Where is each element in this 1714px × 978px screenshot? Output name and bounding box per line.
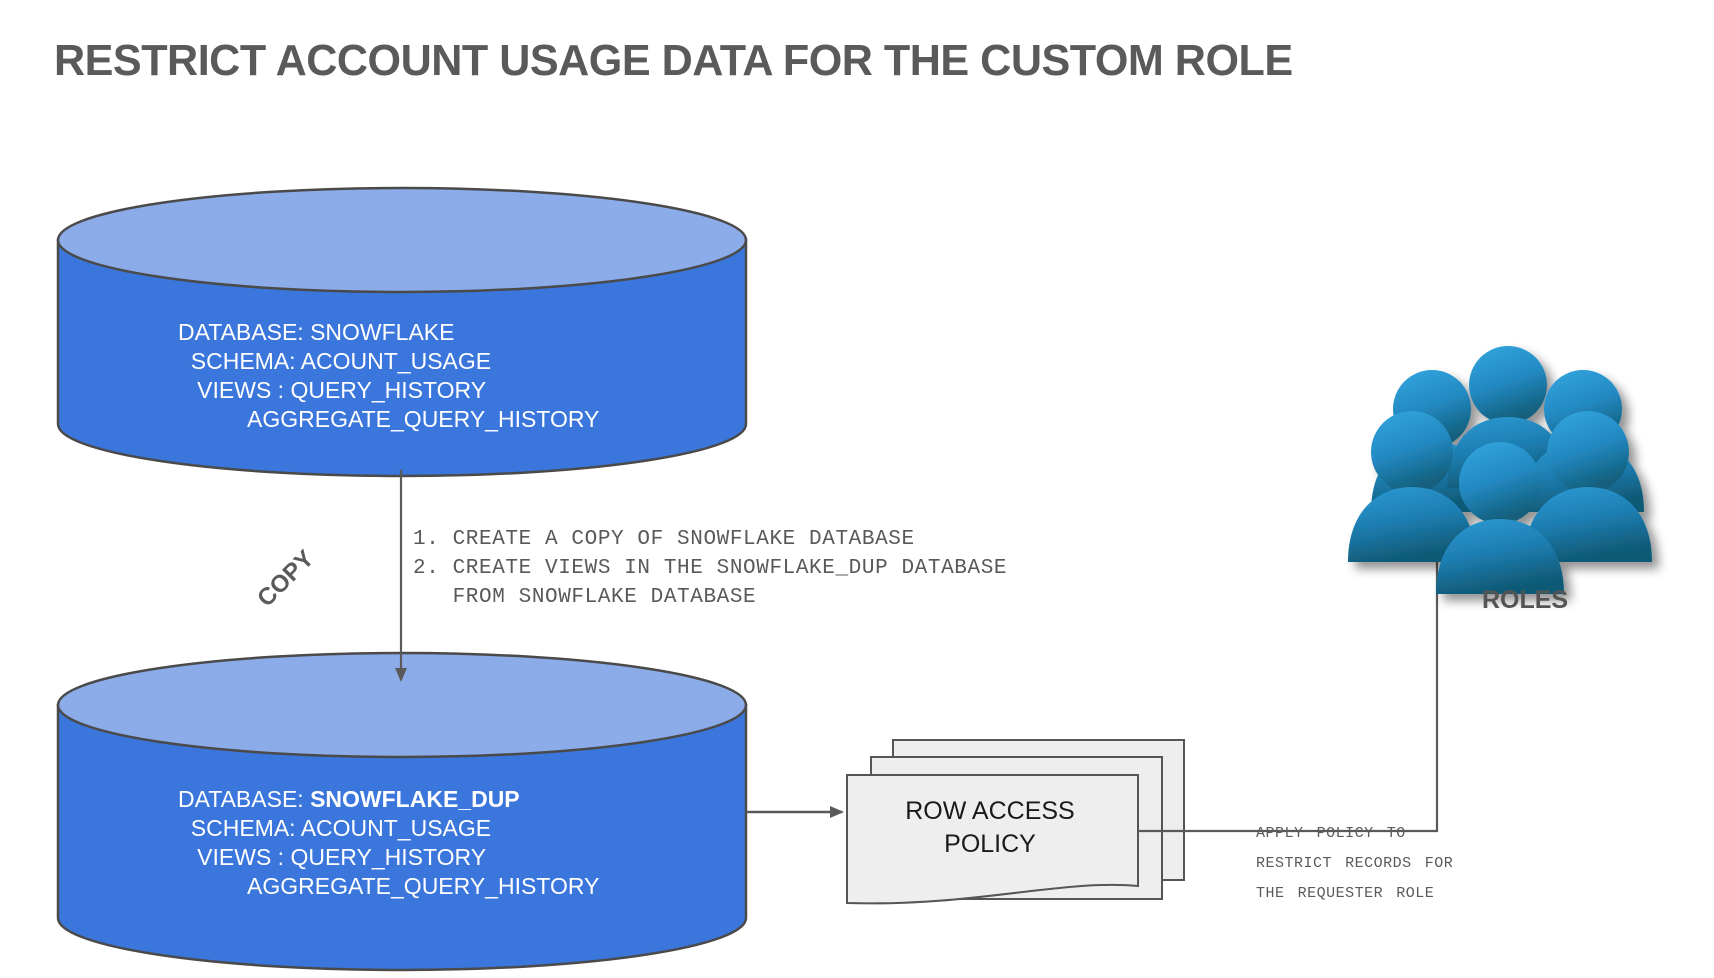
- duplicate-database-rest: SCHEMA: ACOUNT_USAGE VIEWS : QUERY_HISTO…: [178, 814, 600, 901]
- source-database-label: DATABASE: SNOWFLAKE SCHEMA: ACOUNT_USAGE…: [178, 319, 600, 432]
- person-icon-4: [1348, 411, 1476, 562]
- person-icon-6: [1436, 442, 1564, 594]
- apply-policy-connector: [1138, 548, 1437, 833]
- duplicate-database-prefix: DATABASE:: [178, 786, 311, 812]
- person-icon-5: [1524, 411, 1652, 562]
- duplicate-database-label: DATABASE: SNOWFLAKE_DUP SCHEMA: ACOUNT_U…: [178, 785, 599, 901]
- duplicate-database-rest-text: SCHEMA: ACOUNT_USAGE VIEWS : QUERY_HISTO…: [190, 815, 600, 899]
- roles-label: ROLES: [1481, 586, 1569, 614]
- apply-policy-note: APPLY POLICY TO RESTRICT RECORDS FOR THE…: [1256, 821, 1454, 904]
- steps-list: 1. CREATE A COPY OF SNOWFLAKE DATABASE 2…: [413, 528, 1008, 609]
- duplicate-database-cylinder-shape: [56, 651, 748, 972]
- row-access-policy-label: ROW ACCESS POLICY: [905, 797, 1075, 858]
- row-access-policy-stack: [846, 739, 1185, 905]
- roles-people-icon: [1348, 346, 1652, 594]
- source-database-cylinder-shape: [56, 186, 748, 478]
- page-title: RESTRICT ACCOUNT USAGE DATA FOR THE CUST…: [54, 36, 1293, 85]
- duplicate-database-value: SNOWFLAKE_DUP: [310, 786, 520, 812]
